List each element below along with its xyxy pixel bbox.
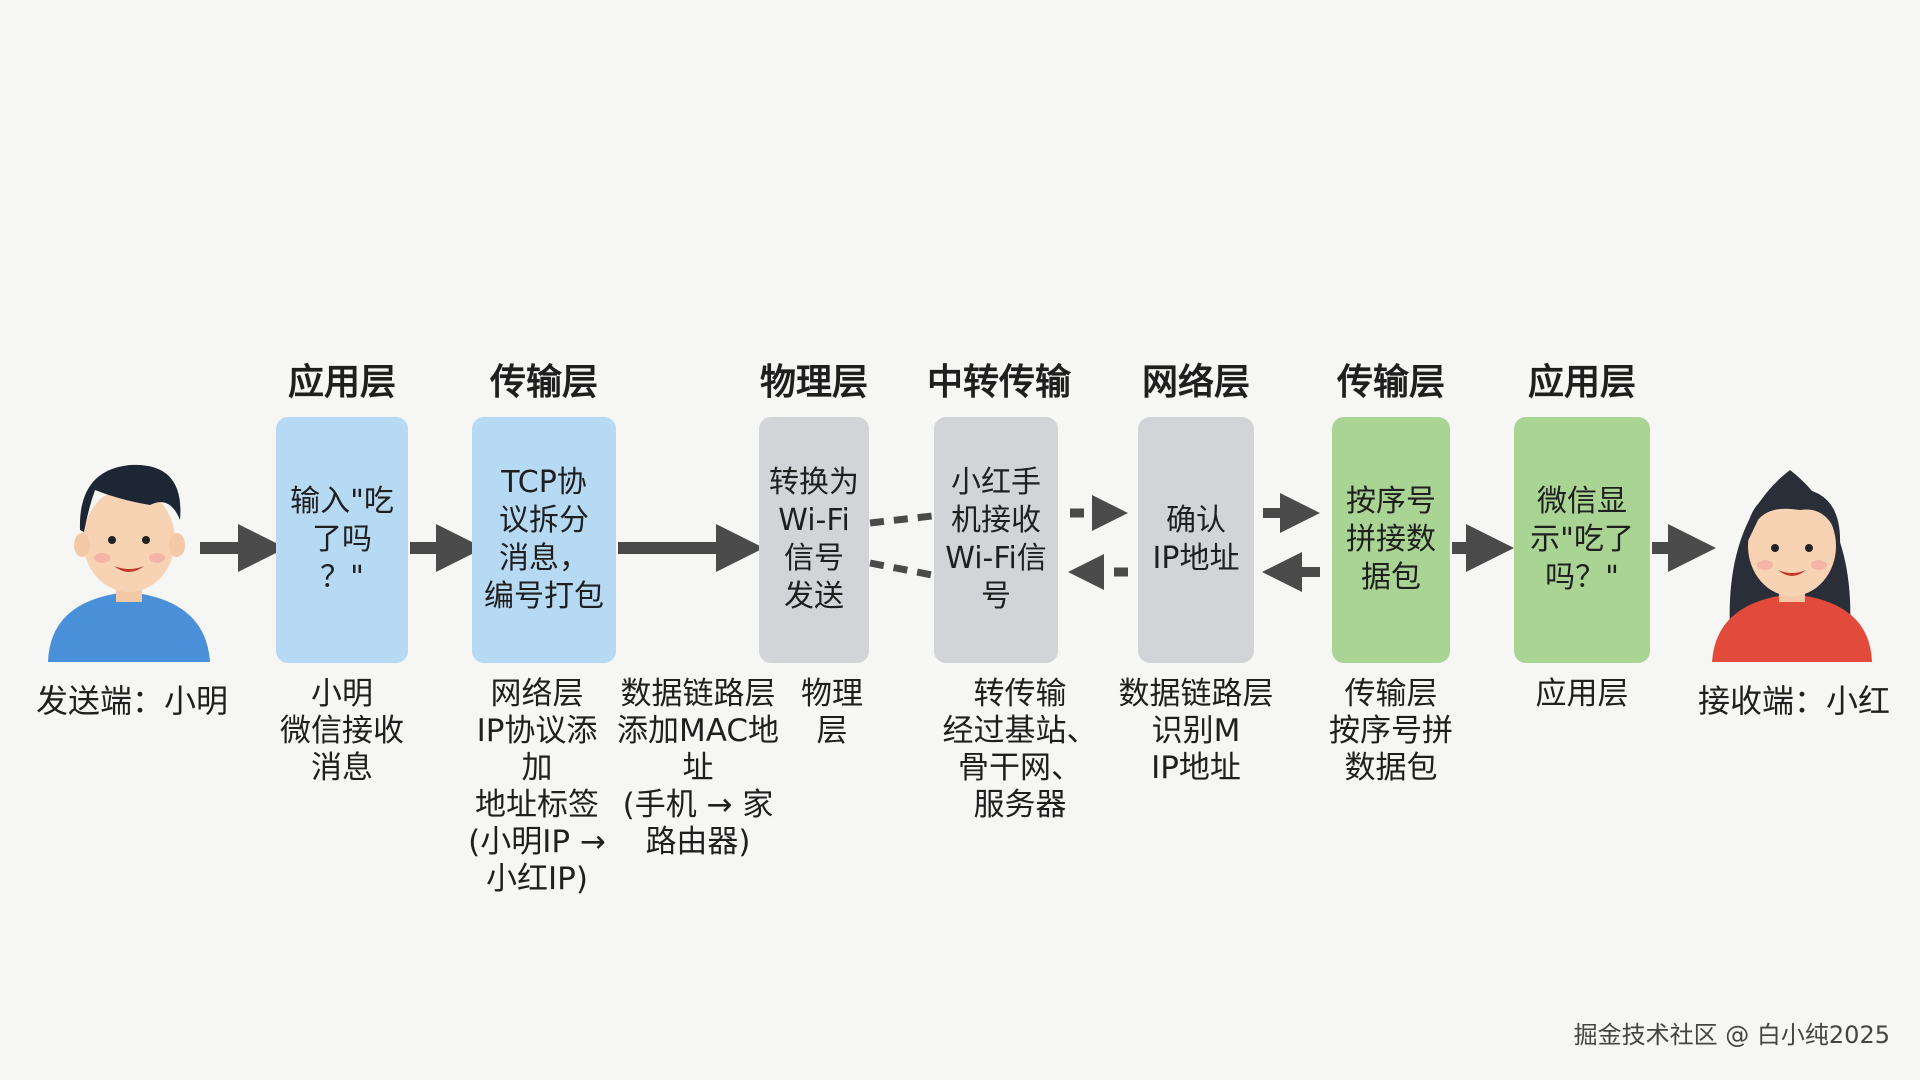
desc-network-sender: 网络层 IP协议添加 地址标签 (小明IP → 小红IP) (468, 676, 606, 897)
layer-title-network: 网络层 (1141, 362, 1250, 403)
watermark: 掘金技术社区 @ 白小纯2025 (1573, 1021, 1890, 1049)
sender-avatar (48, 464, 210, 662)
layer-title-app-receiver: 应用层 (1527, 362, 1636, 403)
desc-app-receiver: 应用层 (1535, 676, 1629, 712)
desc-physical-sender: 物理层 (801, 676, 863, 749)
receiver-label: 接收端：小红 (1698, 682, 1891, 720)
layer-title-transport-sender: 传输层 (489, 362, 598, 403)
desc-transport-receiver: 传输层 按序号拼 数据包 (1329, 676, 1453, 786)
desc-datalink-sender: 数据链路层 添加MAC地址 (手机 → 家 路由器) (616, 676, 780, 860)
desc-datalink-receiver: 数据链路层 识别M IP地址 (1118, 676, 1274, 786)
desc-relay: 转传输 经过基站、 骨干网、 服务器 (942, 676, 1098, 823)
dashed-link-upper (869, 512, 933, 527)
sender-label: 发送端：小明 (36, 682, 229, 720)
box-app-sender: 输入"吃 了吗 ？" (276, 417, 408, 663)
layer-title-relay: 中转传输 (926, 362, 1071, 403)
box-network: 确认 IP地址 (1138, 417, 1254, 663)
box-transport-sender: TCP协 议拆分 消息， 编号打包 (472, 417, 616, 663)
layer-title-physical: 物理层 (759, 362, 868, 403)
desc-app-sender: 小明 微信接收 消息 (280, 676, 404, 786)
box-transport-receiver: 按序号 拼接数 据包 (1332, 417, 1450, 663)
receiver-avatar (1712, 470, 1872, 662)
box-relay: 小红手 机接收 Wi-Fi信号 (934, 417, 1058, 663)
dashed-link-lower (869, 559, 933, 579)
box-physical: 转换为 Wi-Fi 信号 发送 (759, 417, 869, 663)
layer-title-transport-receiver: 传输层 (1336, 362, 1445, 403)
layer-title-app-sender: 应用层 (287, 362, 396, 403)
box-app-receiver: 微信显 示"吃了 吗？" (1514, 417, 1650, 663)
